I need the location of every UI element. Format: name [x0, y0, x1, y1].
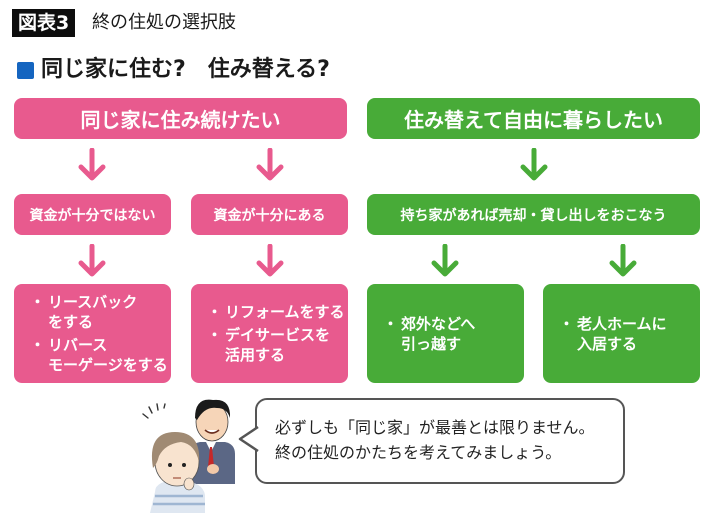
options-box-sufficient: リフォームをする デイサービスを 活用する — [191, 284, 348, 383]
option-move-suburbs: 郊外などへ 引っ越す — [383, 314, 475, 354]
options-box-insufficient: リースバック をする リバース モーゲージをする — [14, 284, 171, 383]
figure-label: 図表3 — [12, 9, 76, 37]
option-day-service: デイサービスを 活用する — [207, 325, 345, 365]
move-condition: 持ち家があれば売却・貸し出しをおこなう — [400, 207, 667, 224]
option-reverse-mortgage: リバース モーゲージをする — [30, 335, 168, 375]
advisor-and-woman-illustration — [142, 399, 235, 513]
option-leaseback: リースバック をする — [30, 292, 168, 332]
option-reform: リフォームをする — [207, 302, 345, 322]
section-square-icon — [17, 62, 34, 79]
arrow-down-icon — [520, 148, 548, 181]
options-box-nursing-home: 老人ホームに 入居する — [543, 284, 700, 383]
options-box-suburbs: 郊外などへ 引っ越す — [367, 284, 524, 383]
condition-sufficient: 資金が十分にある — [213, 207, 326, 224]
arrow-down-icon — [256, 148, 284, 181]
surprise-marks-icon — [142, 403, 166, 419]
move-heading: 住み替えて自由に暮らしたい — [404, 108, 663, 132]
condition-box-sufficient: 資金が十分にある — [191, 194, 348, 235]
move-condition-box: 持ち家があれば売却・貸し出しをおこなう — [367, 194, 700, 235]
arrow-down-icon — [78, 244, 106, 277]
stay-heading-box: 同じ家に住み続けたい — [14, 98, 347, 139]
condition-insufficient: 資金が十分ではない — [29, 207, 156, 224]
arrow-down-icon — [256, 244, 284, 277]
arrow-down-icon — [609, 244, 637, 277]
arrow-down-icon — [431, 244, 459, 277]
condition-box-insufficient: 資金が十分ではない — [14, 194, 171, 235]
option-nursing-home: 老人ホームに 入居する — [559, 314, 667, 354]
arrow-down-icon — [78, 148, 106, 181]
move-heading-box: 住み替えて自由に暮らしたい — [367, 98, 700, 139]
figure-title: 終の住処の選択肢 — [92, 12, 236, 33]
speech-bubble — [255, 398, 625, 484]
stay-heading: 同じ家に住み続けたい — [80, 108, 281, 132]
speech-bubble-tail — [238, 425, 260, 453]
speech-text: 必ずしも「同じ家」が最善とは限りません。 終の住処のかたちを考えてみましょう。 — [275, 418, 595, 462]
section-title: 同じ家に住む? 住み替える? — [41, 57, 330, 82]
